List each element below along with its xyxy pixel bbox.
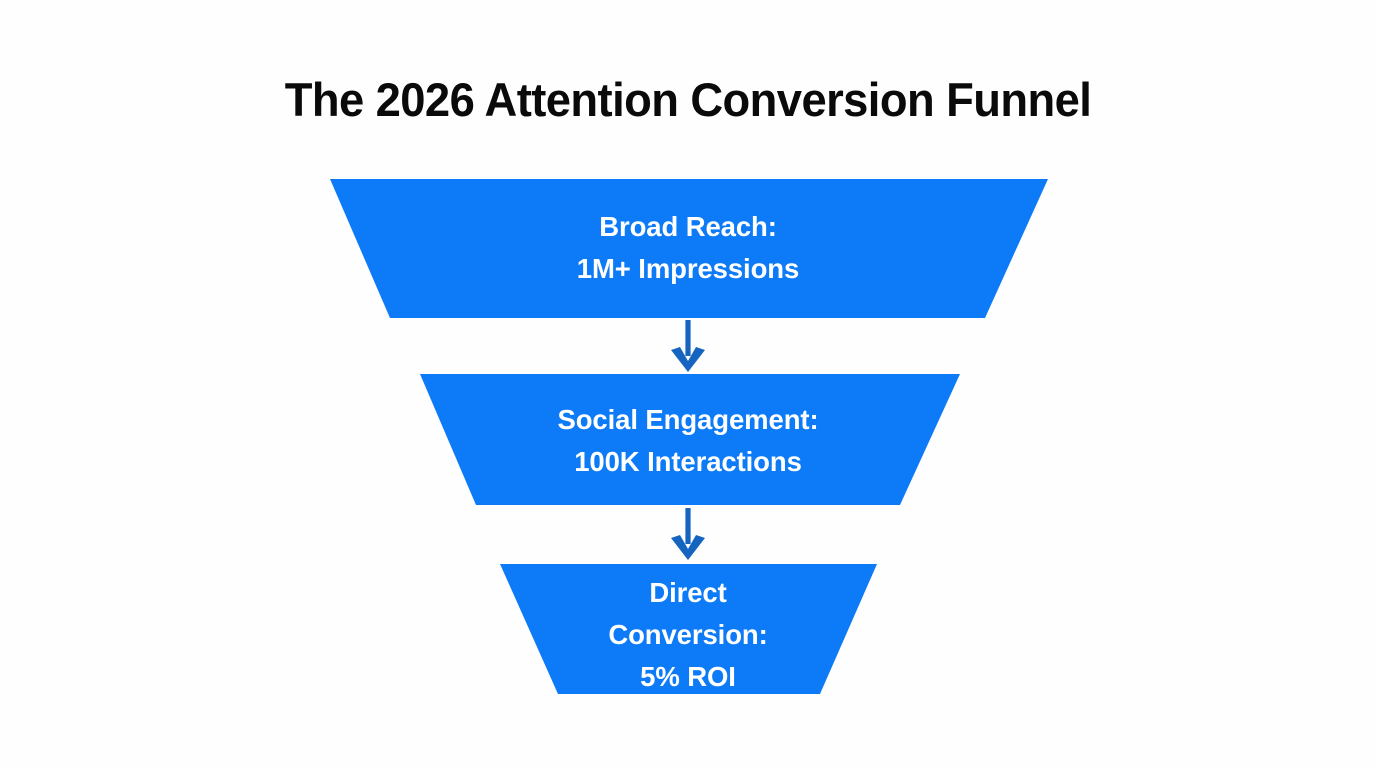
page-title: The 2026 Attention Conversion Funnel	[284, 73, 1092, 126]
down-arrow-icon	[671, 320, 705, 372]
down-arrow-icon	[671, 508, 705, 560]
funnel-stage-direct-conversion[interactable]	[500, 564, 877, 694]
funnel-stage-social-engagement[interactable]	[420, 374, 960, 505]
funnel-stage-broad-reach[interactable]	[330, 179, 1048, 318]
